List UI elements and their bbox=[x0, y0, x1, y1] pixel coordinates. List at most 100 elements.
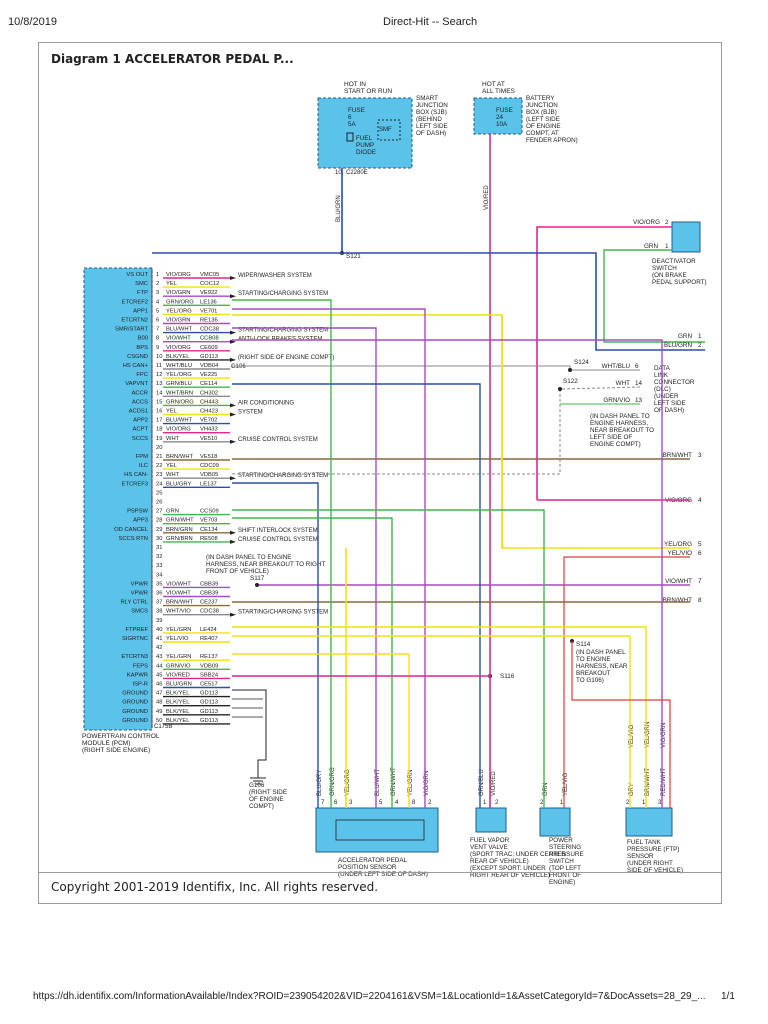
pcm-arrow-19 bbox=[230, 439, 236, 444]
dlc-note: (IN DASH PANEL TO bbox=[590, 413, 650, 420]
pcm-pin-number-16: 16 bbox=[156, 409, 162, 415]
pcm-pin-number-41: 41 bbox=[156, 636, 162, 642]
wire-grn-org-app bbox=[232, 299, 332, 808]
pcm-pin-number-6: 6 bbox=[156, 318, 159, 324]
wire-vio-org-deact bbox=[536, 226, 672, 500]
bjb-fuse-label: 24 bbox=[496, 114, 504, 121]
pcm-pin-number-37: 37 bbox=[156, 600, 162, 606]
pcm-pin-circuit-40: LE424 bbox=[200, 627, 218, 633]
ps-switch-label: POWER bbox=[549, 837, 573, 844]
continuation-number-7: 7 bbox=[698, 578, 702, 585]
pcm-pin-number-23: 23 bbox=[156, 472, 162, 478]
pcm-pin-signal-17: APP2 bbox=[133, 418, 148, 424]
pcm-pin-wire-14: WHT/BRN bbox=[166, 390, 193, 396]
pcm-pin-circuit-13: CE114 bbox=[200, 381, 218, 387]
pcm-pin-circuit-27: CCS09 bbox=[200, 509, 219, 515]
s114-note: TO G106) bbox=[576, 677, 604, 684]
ftp-wire-2: GRY bbox=[629, 783, 635, 796]
continuation-wire-2: BLU/GRN bbox=[664, 342, 692, 349]
continuation-number-5: 5 bbox=[698, 541, 702, 548]
pcm-pin-circuit-8: CCB08 bbox=[200, 336, 219, 342]
sjb-diode-label: DIODE bbox=[356, 149, 376, 156]
pcm-pin-circuit-2: COC12 bbox=[200, 281, 219, 287]
continuation-number-6: 6 bbox=[698, 550, 702, 557]
pcm-pin-number-17: 17 bbox=[156, 418, 162, 424]
pcm-pin-signal-19: SCCS bbox=[132, 436, 148, 442]
vent-pin-2: 2 bbox=[495, 800, 499, 806]
ftp-sensor-label: (UNDER RIGHT bbox=[627, 860, 673, 867]
sjb-box-label: BOX (SJB) bbox=[416, 109, 447, 116]
pcm-pin-desc-1: WIPER/WASHER SYSTEM bbox=[238, 273, 312, 279]
bjb-fuse-label: FUSE bbox=[496, 107, 513, 114]
pcm-pin-wire-18: VIO/ORG bbox=[166, 427, 191, 433]
s124-label: S124 bbox=[574, 359, 589, 366]
pcm-pin-wire-11: WHT/BLU bbox=[166, 363, 192, 369]
continuation-wire-1: GRN bbox=[678, 333, 692, 340]
app-wire-2: VIO/GRN bbox=[424, 771, 430, 796]
bjb-box-label: JUNCTION bbox=[526, 102, 558, 109]
bjb-hot-label: HOT AT bbox=[482, 81, 505, 88]
pcm-pin-wire-23: WHT bbox=[166, 472, 180, 478]
pcm-pin-signal-35: VPWR bbox=[131, 581, 148, 587]
s114-note: TO ENGINE bbox=[576, 656, 611, 663]
pcm-pin-desc-3: STARTING/CHARGING SYSTEM bbox=[238, 291, 328, 297]
pcm-pin-circuit-29: CE134 bbox=[200, 527, 219, 533]
g106-label: G106 bbox=[249, 782, 265, 789]
pcm-pin-wire-27: GRN bbox=[166, 509, 179, 515]
sjb-diode-label: FUEL bbox=[356, 135, 373, 142]
pcm-pin-wire-30: GRN/BRN bbox=[166, 536, 193, 542]
app-pin-7: 7 bbox=[321, 800, 325, 806]
dlc-wire-13: GRN/VIO bbox=[603, 397, 630, 404]
pcm-pin-wire-3: VIO/GRN bbox=[166, 290, 190, 296]
pcm-pin-circuit-23: VDB05 bbox=[200, 472, 218, 478]
s114-note: HARNESS, NEAR bbox=[576, 663, 628, 670]
ftp-sensor-label: PRESSURE (FTP) bbox=[627, 846, 679, 853]
pcm-pin-signal-40: FTPREF bbox=[125, 627, 148, 633]
dlc-wire-6: WHT/BLU bbox=[602, 363, 631, 370]
bjb-wire-label: VIO/RED bbox=[484, 185, 490, 210]
deactivator-switch-label: PEDAL SUPPORT) bbox=[652, 279, 707, 286]
pcm-pin-number-46: 46 bbox=[156, 682, 162, 688]
wire-wht-dlc bbox=[232, 386, 641, 475]
pcm-arrow-3 bbox=[230, 294, 236, 299]
pcm-pin-number-43: 43 bbox=[156, 654, 162, 660]
dlc-label: (UNDER bbox=[654, 393, 679, 400]
pcm-pin-number-32: 32 bbox=[156, 554, 162, 560]
ps-switch-label: FRONT OF bbox=[549, 872, 581, 879]
pcm-arrow-16 bbox=[230, 412, 236, 417]
pcm-pin-circuit-35: CBB39 bbox=[200, 581, 218, 587]
wire-ground-47 bbox=[232, 689, 267, 778]
pcm-pin-signal-47: GROUND bbox=[122, 691, 148, 697]
pcm-pin-wire-9: VIO/ORG bbox=[166, 345, 191, 351]
dlc-wire-14: WHT bbox=[616, 380, 630, 387]
pcm-pin-wire-50: BLK/YEL bbox=[166, 718, 190, 724]
pcm-pin-number-15: 15 bbox=[156, 399, 162, 405]
dlc-note: LEFT SIDE OF bbox=[590, 434, 632, 441]
pcm-pin-number-34: 34 bbox=[156, 572, 163, 578]
pcm-pin-signal-1: VS OUT bbox=[126, 272, 148, 278]
pcm-pin-wire-41: YEL/VIO bbox=[166, 636, 189, 642]
pcm-pin-wire-28: GRN/WHT bbox=[166, 518, 194, 524]
deactivator-switch-label: DEACTIVATOR bbox=[652, 258, 696, 265]
pcm-pin-signal-46: ISP-R bbox=[133, 682, 148, 688]
pcm-pin-number-8: 8 bbox=[156, 336, 159, 342]
continuation-wire-7: VIO/WHT bbox=[665, 578, 692, 585]
ftp-drop-wire-2: VIO/GRN bbox=[661, 723, 667, 748]
pcm-pin-number-9: 9 bbox=[156, 345, 159, 351]
pcm-pin-wire-12: YEL/ORG bbox=[166, 372, 192, 378]
pcm-pin-wire-17: BLU/WHT bbox=[166, 418, 193, 424]
app-sensor-label: POSITION SENSOR bbox=[338, 864, 397, 871]
pcm-pin-signal-7: SMR/START bbox=[115, 327, 148, 333]
pcm-pin-number-30: 30 bbox=[156, 536, 162, 542]
deactivator-wire-1: GRN bbox=[644, 243, 658, 250]
ftp-sensor-label: SIDE OF VEHICLE) bbox=[627, 867, 683, 874]
pcm-pin-circuit-1: VMC05 bbox=[200, 272, 219, 278]
wire-yel-vio-ps bbox=[563, 556, 574, 808]
app-wire-4: GRN/WHT bbox=[391, 767, 397, 796]
pcm-pin-desc-30: CRUISE CONTROL SYSTEM bbox=[238, 537, 318, 543]
pcm-pin-wire-16: YEL bbox=[166, 409, 178, 415]
pcm-pin-signal-4: ETCREF2 bbox=[122, 299, 148, 305]
wire-blu-gry-app bbox=[232, 482, 319, 808]
pcm-pin-signal-28: APP3 bbox=[133, 518, 148, 524]
pcm-pin-number-50: 50 bbox=[156, 718, 162, 724]
